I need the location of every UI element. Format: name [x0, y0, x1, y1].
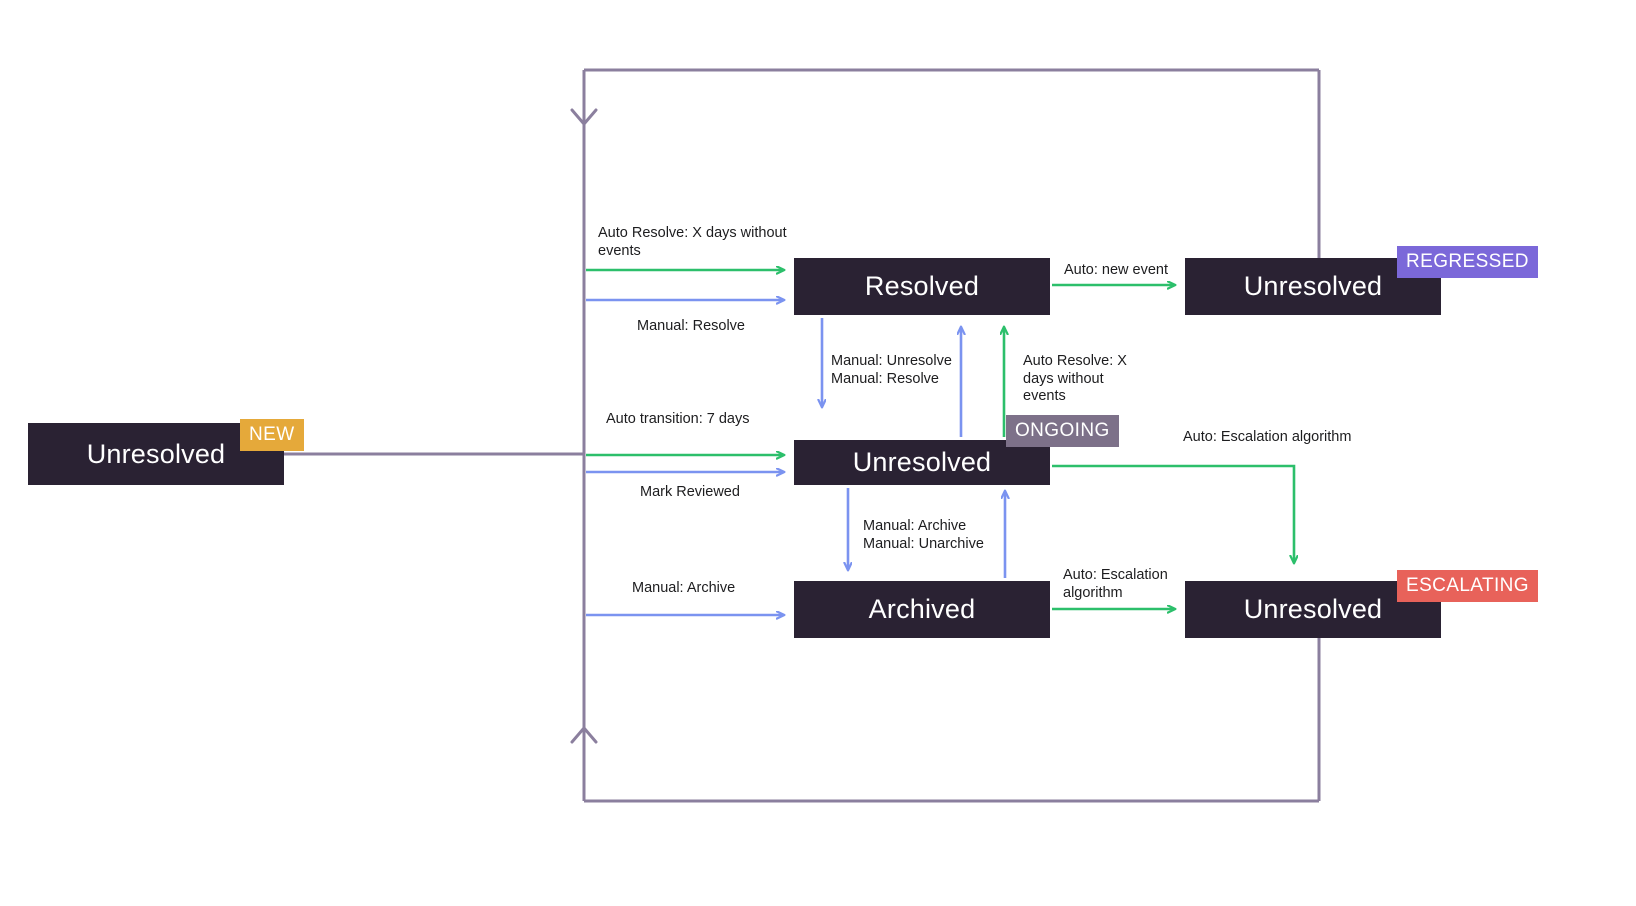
node-ongoing-unresolved[interactable]: Unresolved [794, 440, 1050, 485]
badge-label: ESCALATING [1406, 575, 1529, 596]
edge-label-manual-resolve-in: Manual: Resolve [637, 318, 745, 334]
edge-label-auto-resolve-x-days-mid: Auto Resolve: X days without events [1023, 353, 1127, 404]
edge-label-auto-new-event: Auto: new event [1064, 262, 1168, 278]
badge-new: NEW [240, 419, 304, 451]
badge-ongoing: ONGOING [1006, 415, 1119, 447]
edge-label-auto-resolve-x-days-top: Auto Resolve: X days without events [598, 225, 787, 259]
node-label: Unresolved [1243, 271, 1383, 301]
node-resolved[interactable]: Resolved [794, 258, 1050, 315]
edge-label-auto-escalation-right: Auto: Escalation algorithm [1183, 429, 1352, 445]
badge-label: NEW [249, 424, 295, 445]
node-label: Archived [868, 594, 976, 624]
edge-label-auto-transition-7-days: Auto transition: 7 days [606, 411, 750, 427]
edge-ongoing-to-escalating [1052, 464, 1294, 563]
node-archived[interactable]: Archived [794, 581, 1050, 638]
node-label: Unresolved [852, 447, 992, 477]
edge-label-auto-escalation-bottom: Auto: Escalation algorithm [1063, 567, 1168, 601]
edge-label-manual-archive-in: Manual: Archive [632, 580, 736, 596]
badge-escalating: ESCALATING [1397, 570, 1538, 602]
edge-label-manual-unresolve-resolve: Manual: Unresolve Manual: Resolve [831, 353, 952, 387]
edge-label-manual-archive-unarchive: Manual: Archive Manual: Unarchive [863, 518, 984, 552]
node-label: Unresolved [1243, 594, 1383, 624]
trunk-arrow-down [570, 108, 598, 126]
badge-label: REGRESSED [1406, 251, 1529, 272]
badge-regressed: REGRESSED [1397, 246, 1538, 278]
node-label: Resolved [864, 271, 980, 301]
trunk-arrow-up [570, 726, 598, 744]
badge-label: ONGOING [1015, 420, 1110, 441]
edge-label-mark-reviewed: Mark Reviewed [640, 484, 740, 500]
node-label: Unresolved [86, 438, 226, 469]
